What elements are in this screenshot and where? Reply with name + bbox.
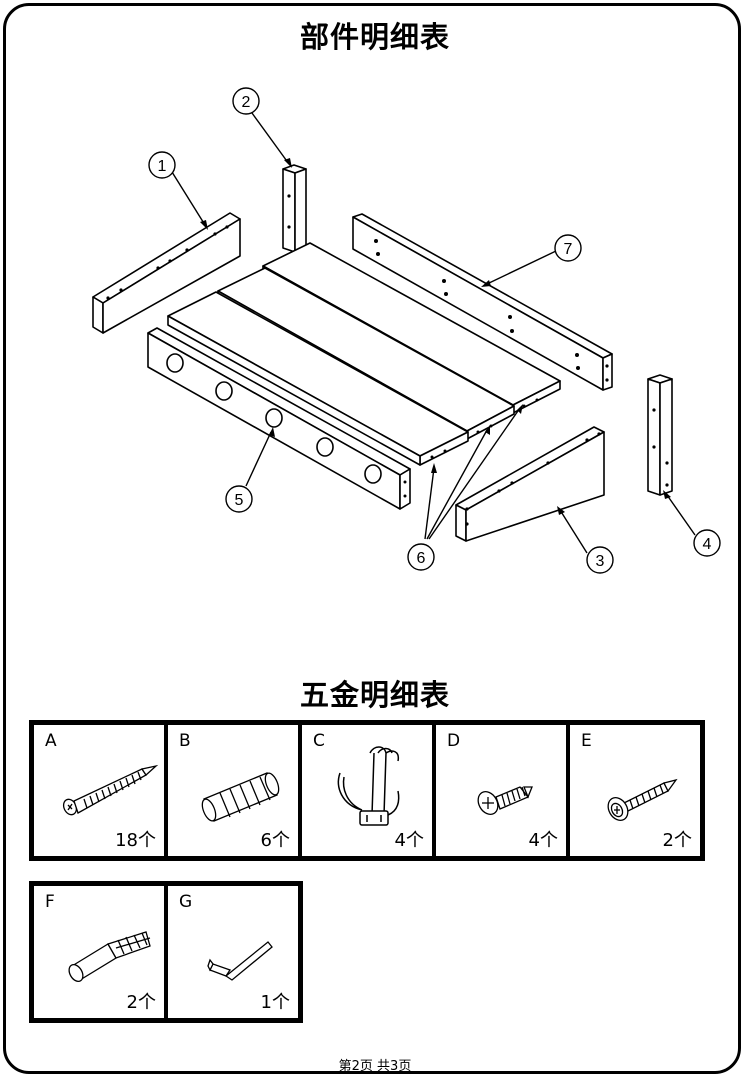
callout-7: 7: [554, 234, 582, 262]
callout-5: 5: [225, 485, 253, 513]
leader-arrowheads: [200, 158, 671, 515]
svg-text:7: 7: [564, 241, 573, 258]
hardware-quantity: 18个: [115, 830, 156, 851]
svg-text:5: 5: [235, 492, 244, 509]
exploded-assembly-drawing: 1 2 3 4 5 6 7: [92, 87, 721, 574]
washer-screw-icon: [607, 778, 678, 821]
hardware-quantity: 2个: [662, 830, 692, 851]
hardware-quantity: 1个: [260, 992, 290, 1013]
leader-lines: [171, 112, 696, 554]
callout-1: 1: [148, 151, 176, 179]
hardware-cell-f: F 2个: [33, 885, 165, 1019]
parts-list-title: 部件明细表: [299, 20, 450, 54]
part-3-right-bracket: [455, 426, 605, 542]
hardware-cell-e: E 2个: [569, 724, 701, 857]
hardware-quantity: 4个: [394, 830, 424, 851]
svg-text:3: 3: [596, 553, 605, 570]
svg-text:2: 2: [242, 94, 251, 111]
svg-text:6: 6: [417, 550, 426, 567]
page-frame: [3, 3, 741, 1074]
hardware-letter: D: [447, 731, 461, 751]
wall-anchor-icon: [68, 931, 151, 983]
part-6-slats: [167, 242, 561, 466]
callout-6: 6: [407, 543, 435, 571]
part-5-front-rail: [147, 327, 411, 510]
hardware-quantity: 4个: [528, 830, 558, 851]
hardware-letter: G: [179, 892, 193, 912]
hardware-cell-g: G 1个: [167, 885, 299, 1019]
wooden-dowel-icon: [201, 772, 280, 822]
callout-2: 2: [232, 87, 260, 115]
part-4-post: [647, 374, 673, 496]
double-coat-hook-icon: [337, 746, 400, 826]
page-footer: 第2页 共3页: [338, 1059, 412, 1074]
hardware-list-title: 五金明细表: [299, 678, 450, 712]
hardware-letter: A: [45, 731, 57, 751]
callout-3: 3: [586, 546, 614, 574]
hardware-table-row-1: A 18个 B 6个 C 4个 D: [29, 720, 705, 861]
hardware-letter: E: [581, 731, 592, 751]
hardware-cell-c: C 4个: [301, 724, 433, 857]
svg-text:1: 1: [158, 158, 167, 175]
part-2-post: [282, 164, 307, 253]
svg-text:4: 4: [703, 536, 712, 553]
allen-key-icon: [207, 941, 273, 981]
hardware-quantity: 6个: [260, 830, 290, 851]
hardware-cell-a: A 18个: [33, 724, 165, 857]
hardware-letter: B: [179, 731, 191, 751]
hardware-quantity: 2个: [126, 992, 156, 1013]
part-1-left-bracket: [92, 212, 241, 334]
hardware-letter: C: [313, 731, 325, 751]
hardware-cell-b: B 6个: [167, 724, 299, 857]
hardware-letter: F: [45, 892, 55, 912]
short-phillips-screw-icon: [477, 786, 533, 815]
long-wood-screw-icon: [62, 764, 159, 816]
hardware-table-row-2: F 2个 G 1个: [29, 881, 303, 1023]
callout-4: 4: [693, 529, 721, 557]
hardware-cell-d: D 4个: [435, 724, 567, 857]
